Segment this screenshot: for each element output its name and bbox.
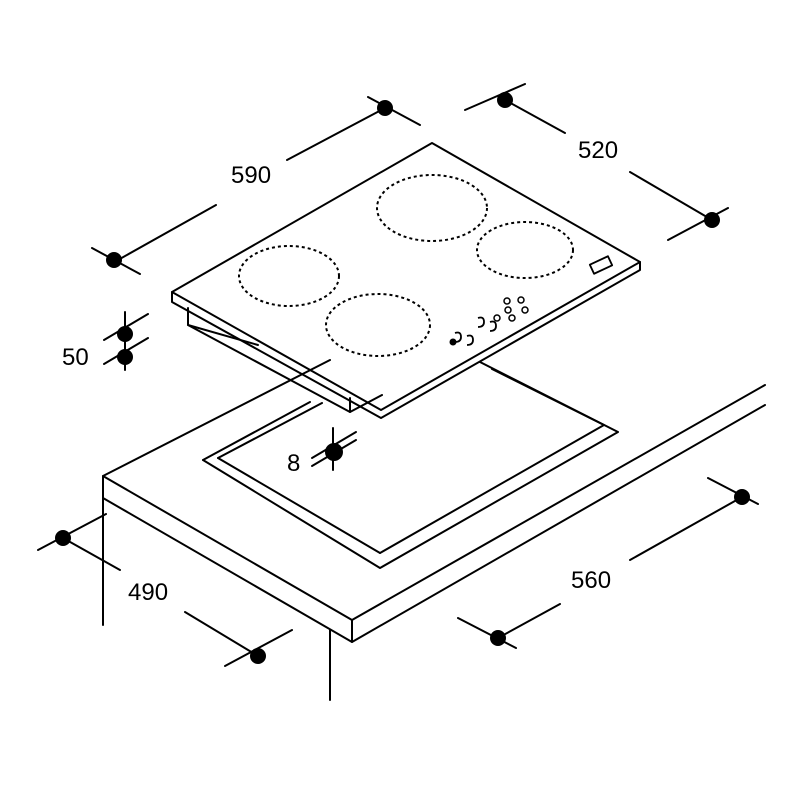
dimension-490-end-left [55, 530, 71, 546]
countertop-side-edge [351, 404, 766, 643]
dimension-520-label: 520 [578, 137, 618, 164]
hob-body-front [349, 394, 383, 413]
dimension-560-end-right [734, 489, 750, 505]
countertop [102, 359, 766, 701]
control-slider-3 [454, 331, 462, 343]
dimension-8-end [325, 443, 343, 461]
hob-body-left [187, 307, 351, 413]
cutout-front-inner [217, 457, 381, 554]
power-button-icon [449, 338, 457, 346]
dimension-490: 490 [37, 513, 293, 667]
dimension-490-label: 490 [128, 579, 168, 606]
control-dot-4 [521, 306, 529, 314]
cutout-left-inner [217, 402, 323, 459]
display-window-icon [588, 255, 614, 275]
dimension-560-end-left [490, 630, 506, 646]
dimension-490-ticks [37, 513, 293, 667]
control-dot-6 [508, 314, 516, 322]
touch-control-panel [449, 296, 529, 346]
hob [171, 142, 641, 419]
dimension-560-label: 560 [571, 567, 611, 594]
control-slider-4 [466, 334, 474, 346]
dimension-590-line [117, 107, 386, 261]
dimension-520-end-left [497, 92, 513, 108]
dimension-590-end-left [106, 252, 122, 268]
cutout-inner [379, 368, 605, 554]
dimension-8-label: 8 [287, 450, 300, 477]
dimension-560-line [497, 496, 743, 639]
dimension-560-ticks [457, 477, 759, 649]
dimension-520: 520 [464, 83, 729, 241]
dimension-520-ticks [464, 83, 729, 241]
dimension-590-end-right [377, 100, 393, 116]
control-slider-1 [477, 316, 485, 328]
control-dot-5 [493, 314, 501, 322]
hob-body-detail [187, 324, 259, 346]
hob-glass-edge [171, 261, 641, 419]
control-dot-2 [517, 296, 525, 304]
dimension-50-label: 50 [62, 344, 89, 371]
dimension-50-end-bottom [117, 349, 133, 365]
cutout [202, 361, 619, 569]
dimension-520-line [504, 99, 713, 221]
dimension-560: 560 [457, 477, 759, 649]
cooking-zone-right [476, 221, 574, 279]
control-dot-3 [504, 306, 512, 314]
cooking-zone-rear-left [376, 174, 488, 242]
cooking-zone-left [238, 245, 340, 307]
cooking-zone-front [325, 293, 431, 357]
cutout-left-edge [202, 401, 311, 461]
dimension-520-end-right [704, 212, 720, 228]
dimension-490-line [62, 537, 259, 657]
control-slider-2 [489, 320, 497, 332]
countertop-top-edge [102, 359, 766, 621]
dimension-50: 50 [62, 311, 149, 371]
dimension-490-end-right [250, 648, 266, 664]
dimension-590-label: 590 [231, 162, 271, 189]
dimension-50-end-top [117, 326, 133, 342]
dimension-590: 590 [91, 96, 421, 275]
control-dot-1 [503, 297, 511, 305]
dimension-8: 8 [287, 427, 357, 477]
countertop-front-edge [102, 475, 353, 643]
